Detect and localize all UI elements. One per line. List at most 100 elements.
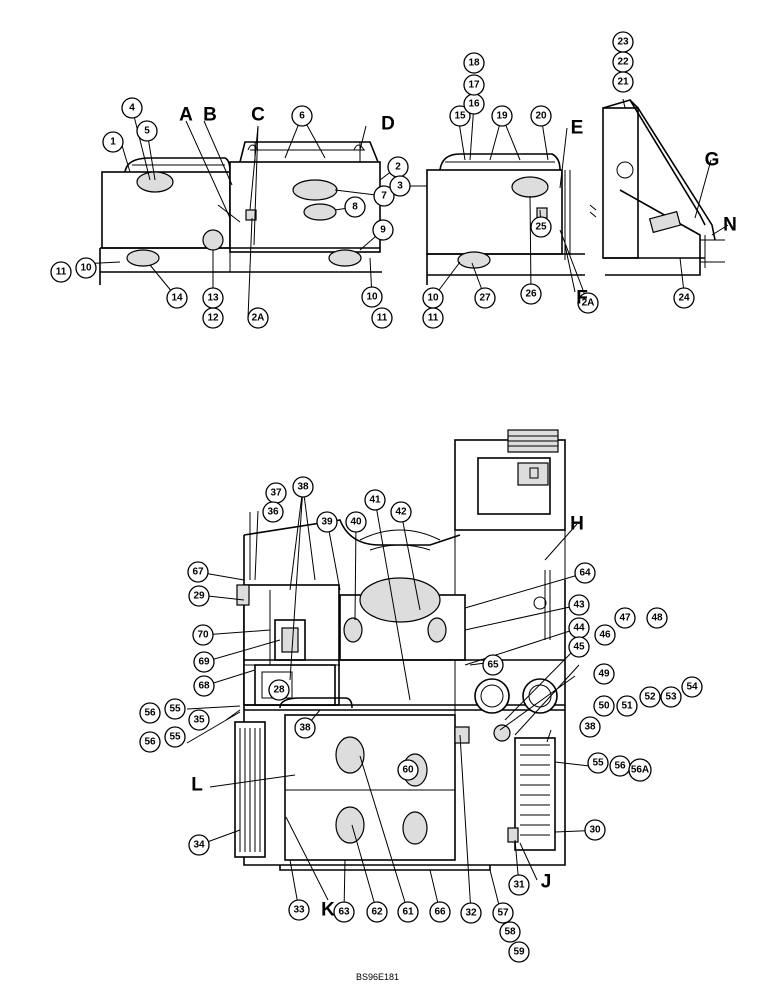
callout-5: 5	[136, 120, 158, 142]
callout-27: 27	[474, 287, 496, 309]
callout-circle	[366, 901, 388, 923]
view-letter-B: B	[203, 105, 217, 126]
callout-label: 11	[56, 267, 67, 278]
callout-circle	[389, 175, 411, 197]
callout-8: 8	[344, 196, 366, 218]
callout-label: 69	[198, 657, 210, 668]
callout-33: 33	[288, 899, 310, 921]
callout-circle	[164, 698, 186, 720]
callout-label: 46	[599, 630, 611, 641]
callout-label: 30	[589, 825, 601, 836]
callout-50: 50	[593, 695, 615, 717]
callout-label: 61	[402, 907, 414, 918]
drawing-code: BS96E181	[356, 972, 399, 982]
callout-label: 55	[592, 758, 604, 769]
callout-label: 57	[497, 908, 509, 919]
callout-54: 54	[681, 676, 703, 698]
callout-28: 28	[268, 679, 290, 701]
callout-circle	[193, 675, 215, 697]
callout-16: 16	[463, 93, 485, 115]
callout-circle	[75, 257, 97, 279]
callout-circle	[492, 902, 514, 924]
callout-label: 68	[198, 681, 210, 692]
callout-label: 62	[371, 907, 383, 918]
callout-63: 63	[333, 901, 355, 923]
callout-circle	[508, 941, 530, 963]
callout-29: 29	[188, 585, 210, 607]
callout-31: 31	[508, 874, 530, 896]
callout-label: 40	[350, 517, 362, 528]
callout-49: 49	[593, 663, 615, 685]
callout-circle	[188, 834, 210, 856]
callout-label: 17	[468, 80, 480, 91]
callout-18: 18	[463, 52, 485, 74]
callout-label: 11	[428, 313, 439, 324]
callout-6: 6	[291, 105, 313, 127]
callout-1: 1	[102, 131, 124, 153]
callout-label: 1	[110, 137, 116, 148]
callout-circle	[397, 759, 419, 781]
callout-59: 59	[508, 941, 530, 963]
right-side-view	[602, 99, 725, 276]
callout-41: 41	[364, 489, 386, 511]
callout-label: 44	[573, 623, 585, 634]
callout-circle	[520, 283, 542, 305]
callout-circle	[371, 307, 393, 329]
callout-label: 32	[465, 908, 477, 919]
callout-30: 30	[584, 819, 606, 841]
callout-64: 64	[574, 562, 596, 584]
callout-circle	[188, 709, 210, 731]
callout-circle	[474, 287, 496, 309]
view-letter-L: L	[191, 775, 203, 796]
callout-label: 55	[169, 732, 181, 743]
callout-label: 64	[579, 568, 591, 579]
callout-label: 54	[686, 682, 698, 693]
callout-label: 56	[144, 737, 156, 748]
callout-circle	[449, 105, 471, 127]
callout-circle	[139, 731, 161, 753]
callout-label: 21	[617, 77, 629, 88]
callout-46: 46	[594, 624, 616, 646]
callout-circle	[568, 594, 590, 616]
callout-label: 49	[598, 669, 610, 680]
callout-62: 62	[366, 901, 388, 923]
callout-4: 4	[121, 97, 143, 119]
view-letter-A: A	[179, 105, 193, 126]
callout-38: 38	[292, 476, 314, 498]
callout-23: 23	[612, 31, 634, 53]
callout-circle	[530, 105, 552, 127]
callout-19: 19	[491, 105, 513, 127]
callout-39: 39	[316, 511, 338, 533]
callout-45: 45	[568, 636, 590, 658]
callout-35: 35	[188, 709, 210, 731]
callout-label: 10	[80, 263, 92, 274]
callout-label: 50	[598, 701, 610, 712]
callout-66: 66	[429, 901, 451, 923]
callout-11: 11	[422, 307, 444, 329]
callout-label: 7	[381, 191, 387, 202]
leader-lines	[79, 98, 729, 914]
callout-51: 51	[616, 695, 638, 717]
callout-label: 9	[380, 225, 386, 236]
callout-label: 23	[617, 37, 629, 48]
callout-20: 20	[530, 105, 552, 127]
view-letter-N: N	[723, 215, 737, 236]
callout-label: 47	[619, 613, 631, 624]
callout-label: 2A	[582, 298, 595, 309]
callout-label: 6	[299, 111, 305, 122]
callout-7: 7	[373, 185, 395, 207]
callout-55: 55	[164, 698, 186, 720]
callout-22: 22	[612, 51, 634, 73]
callout-label: 38	[297, 482, 309, 493]
callout-label: 45	[573, 642, 585, 653]
callout-circle	[616, 695, 638, 717]
callout-circle	[247, 307, 269, 329]
view-letter-E: E	[571, 118, 584, 139]
callout-circle	[292, 476, 314, 498]
callout-circle	[587, 752, 609, 774]
callout-55: 55	[587, 752, 609, 774]
middle-side-view	[426, 153, 597, 285]
callout-circle	[482, 654, 504, 676]
callout-57: 57	[492, 902, 514, 924]
